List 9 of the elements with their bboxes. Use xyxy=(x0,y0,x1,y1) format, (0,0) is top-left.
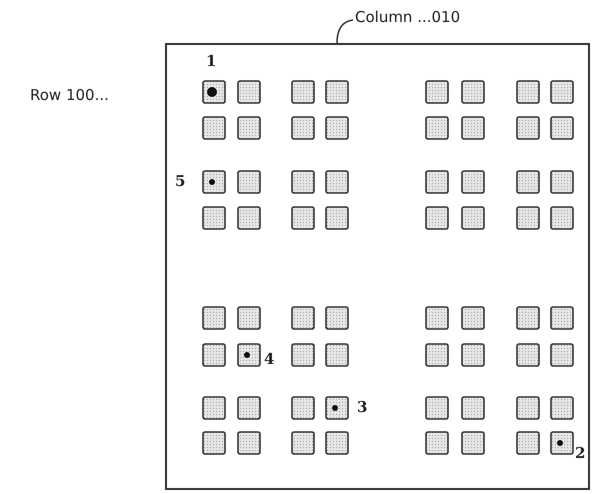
callout-number: 3 xyxy=(357,400,368,415)
array-frame xyxy=(165,43,590,490)
column-label: Column ...010 xyxy=(355,10,460,25)
callout-number: 1 xyxy=(206,54,216,69)
callout-number: 4 xyxy=(264,352,274,367)
callout-number: 5 xyxy=(175,174,186,189)
callout-number: 2 xyxy=(575,446,586,461)
leader-line xyxy=(336,19,354,44)
row-label: Row 100... xyxy=(30,88,109,103)
